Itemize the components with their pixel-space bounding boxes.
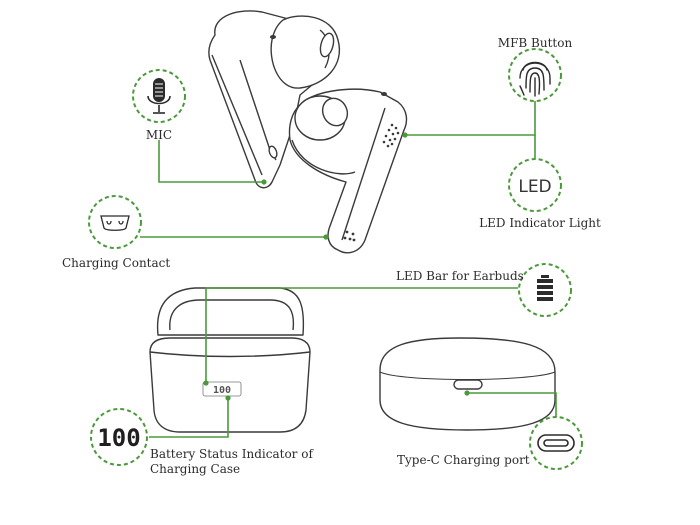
charging-contact-icon: [100, 215, 130, 231]
left-earbud: [208, 10, 341, 189]
typec-port-label: Type-C Charging port: [397, 453, 530, 467]
led-bar-label: LED Bar for Earbuds: [396, 269, 524, 283]
battery-status-label-line1: Battery Status Indicator of: [150, 447, 313, 461]
right-earbud: [288, 88, 408, 254]
connector-dots: [203, 132, 470, 401]
led-indicator-label: LED Indicator Light: [479, 216, 601, 230]
battery-icon: [537, 275, 553, 301]
charging-case-open: [149, 287, 311, 433]
connector-lines: [140, 100, 557, 438]
battery-status-label-line2: Charging Case: [150, 462, 241, 476]
mic-label: MIC: [145, 128, 173, 142]
case-display-digits: 100: [213, 385, 231, 396]
digital-display-icon: 100: [97, 424, 140, 452]
icon-circles: [88, 48, 583, 470]
fingerprint-icon: [519, 61, 551, 97]
charging-contact-label: Charging Contact: [62, 256, 171, 270]
led-icon: LED: [518, 177, 551, 197]
microphone-icon: [147, 78, 171, 114]
mfb-button-label: MFB Button: [497, 36, 573, 50]
charging-case-closed: [379, 337, 556, 431]
usb-c-port-icon: [537, 434, 575, 452]
